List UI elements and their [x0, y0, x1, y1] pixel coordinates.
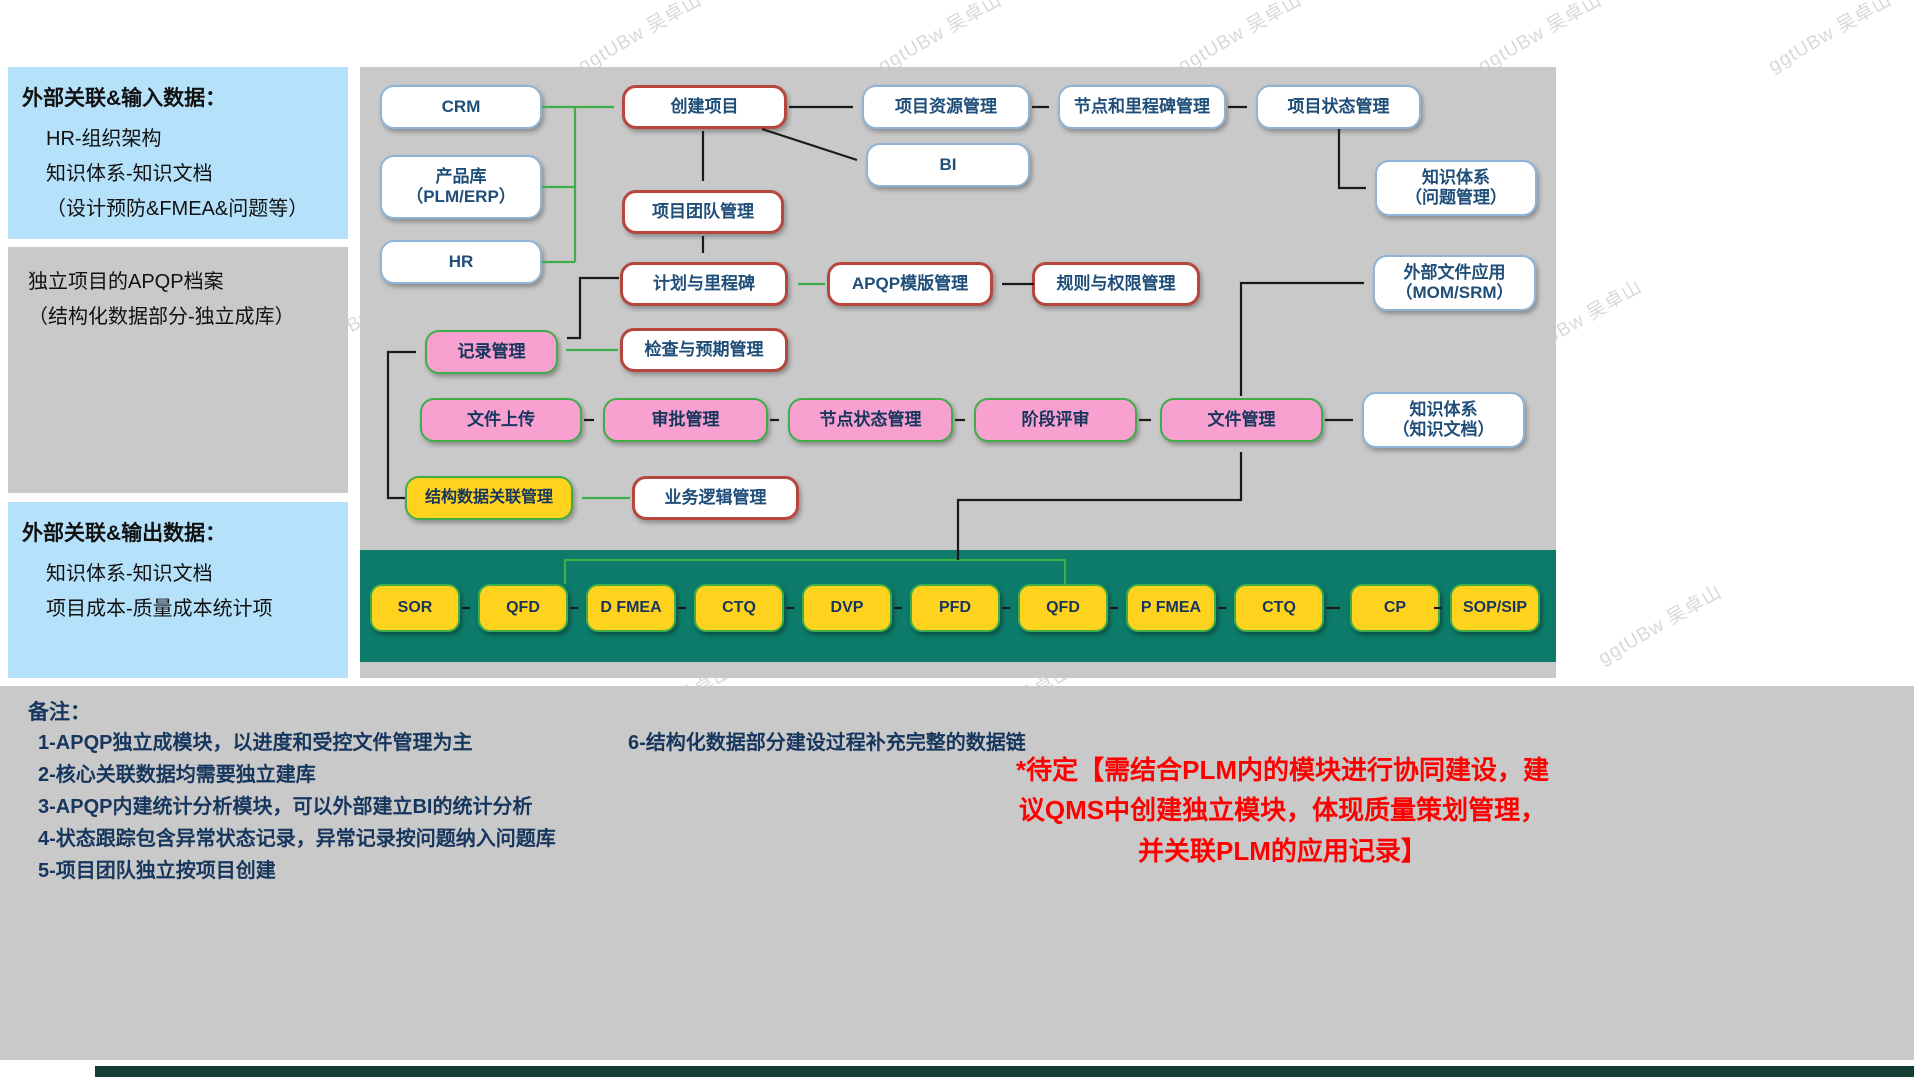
- bottom-divider-bar: [95, 1066, 1914, 1077]
- node-rules-permissions-mgmt: 规则与权限管理: [1032, 262, 1200, 306]
- panel-line: 独立项目的APQP档案: [28, 271, 224, 293]
- node-label-line: 产品库: [435, 166, 487, 186]
- panel-line: 知识体系-知识文档: [46, 562, 213, 585]
- node-business-logic-mgmt: 业务逻辑管理: [632, 476, 799, 520]
- node-approval-mgmt: 审批管理: [603, 398, 768, 442]
- node-hr: HR: [380, 240, 542, 284]
- notes-title: 备注：: [28, 701, 91, 724]
- band-item-qfd-2: QFD: [1018, 584, 1108, 632]
- note-line-1: 1-APQP独立成模块，以进度和受控文件管理为主: [38, 732, 473, 754]
- node-label-line: （PLM/ERP）: [406, 187, 516, 206]
- node-node-status-mgmt: 节点状态管理: [788, 398, 953, 442]
- node-bi: BI: [866, 143, 1030, 187]
- band-item-cp: CP: [1350, 584, 1440, 632]
- band-item-ctq-2: CTQ: [1234, 584, 1324, 632]
- node-node-milestone-mgmt: 节点和里程碑管理: [1058, 85, 1226, 129]
- red-note-line: 议QMS中创建独立模块，体现质量策划管理，: [1018, 795, 1547, 826]
- band-item-pfd: PFD: [910, 584, 1000, 632]
- note-line-5: 5-项目团队独立按项目创建: [38, 860, 276, 882]
- panel-title: 外部关联&输出数据：: [22, 522, 227, 545]
- node-label-line: （问题管理）: [1405, 188, 1507, 207]
- node-product-library: 产品库 （PLM/ERP）: [380, 155, 542, 219]
- node-inspection-expectation-mgmt: 检查与预期管理: [620, 328, 788, 372]
- node-apqp-template-mgmt: APQP模版管理: [827, 262, 993, 306]
- red-note-line: *待定【需结合PLM内的模块进行协同建设，建: [1015, 755, 1549, 785]
- panel-line: （结构化数据部分-独立成库）: [28, 306, 295, 328]
- note-line-3: 3-APQP内建统计分析模块，可以外部建立BI的统计分析: [38, 796, 533, 818]
- node-stage-review: 阶段评审: [974, 398, 1137, 442]
- node-create-project: 创建项目: [622, 85, 787, 129]
- band-item-ctq-1: CTQ: [694, 584, 784, 632]
- band-item-d-fmea: D FMEA: [586, 584, 676, 632]
- panel-line: 项目成本-质量成本统计项: [46, 597, 273, 620]
- node-label-line: 知识体系: [1409, 399, 1478, 419]
- node-project-resource-mgmt: 项目资源管理: [862, 85, 1030, 129]
- node-knowledge-issue-mgmt: 知识体系 （问题管理）: [1375, 160, 1537, 216]
- watermark: ggtUBw 吴卓山: [1595, 581, 1726, 670]
- watermark: ggtUBw 吴卓山: [1765, 0, 1896, 78]
- band-item-sor: SOR: [370, 584, 460, 632]
- band-item-sop-sip: SOP/SIP: [1450, 584, 1540, 632]
- node-label-line: 外部文件应用: [1403, 262, 1506, 282]
- note-line-2: 2-核心关联数据均需要独立建库: [38, 764, 316, 786]
- panel-apqp-archive: 独立项目的APQP档案 （结构化数据部分-独立成库）: [8, 247, 348, 493]
- node-crm: CRM: [380, 85, 542, 129]
- structured-data-band: SOR QFD D FMEA CTQ DVP PFD QFD P FMEA CT…: [360, 550, 1556, 662]
- band-item-p-fmea: P FMEA: [1126, 584, 1216, 632]
- panel-line: HR-组织架构: [46, 127, 162, 150]
- pending-decision-note: *待定【需结合PLM内的模块进行协同建设，建 议QMS中创建独立模块，体现质量策…: [995, 750, 1570, 871]
- node-project-status-mgmt: 项目状态管理: [1256, 85, 1421, 129]
- node-structured-data-link-mgmt: 结构数据关联管理: [405, 476, 573, 520]
- panel-external-output-data: 外部关联&输出数据： 知识体系-知识文档 项目成本-质量成本统计项: [8, 502, 348, 678]
- notes-section: 备注： 1-APQP独立成模块，以进度和受控文件管理为主 2-核心关联数据均需要…: [0, 686, 1914, 1060]
- note-line-6: 6-结构化数据部分建设过程补充完整的数据链: [628, 732, 1026, 754]
- band-item-dvp: DVP: [802, 584, 892, 632]
- node-plan-milestone: 计划与里程碑: [620, 262, 788, 306]
- node-file-mgmt: 文件管理: [1160, 398, 1323, 442]
- node-external-file-apps: 外部文件应用 （MOM/SRM）: [1373, 255, 1536, 311]
- panel-title: 外部关联&输入数据：: [22, 87, 227, 110]
- node-record-mgmt: 记录管理: [425, 330, 558, 374]
- note-line-4: 4-状态跟踪包含异常状态记录，异常记录按问题纳入问题库: [38, 828, 556, 850]
- node-label-line: 知识体系: [1422, 167, 1490, 187]
- node-knowledge-doc: 知识体系 （知识文档）: [1362, 392, 1525, 448]
- panel-external-input-data: 外部关联&输入数据： HR-组织架构 知识体系-知识文档 （设计预防&FMEA&…: [8, 67, 348, 239]
- panel-line: 知识体系-知识文档: [46, 162, 213, 185]
- node-label-line: （知识文档）: [1392, 420, 1495, 439]
- node-project-team-mgmt: 项目团队管理: [622, 190, 784, 234]
- red-note-line: 并关联PLM的应用记录】: [1138, 835, 1427, 866]
- node-label-line: （MOM/SRM）: [1395, 283, 1514, 302]
- band-item-qfd-1: QFD: [478, 584, 568, 632]
- panel-line: （设计预防&FMEA&问题等）: [46, 197, 309, 220]
- node-file-upload: 文件上传: [420, 398, 582, 442]
